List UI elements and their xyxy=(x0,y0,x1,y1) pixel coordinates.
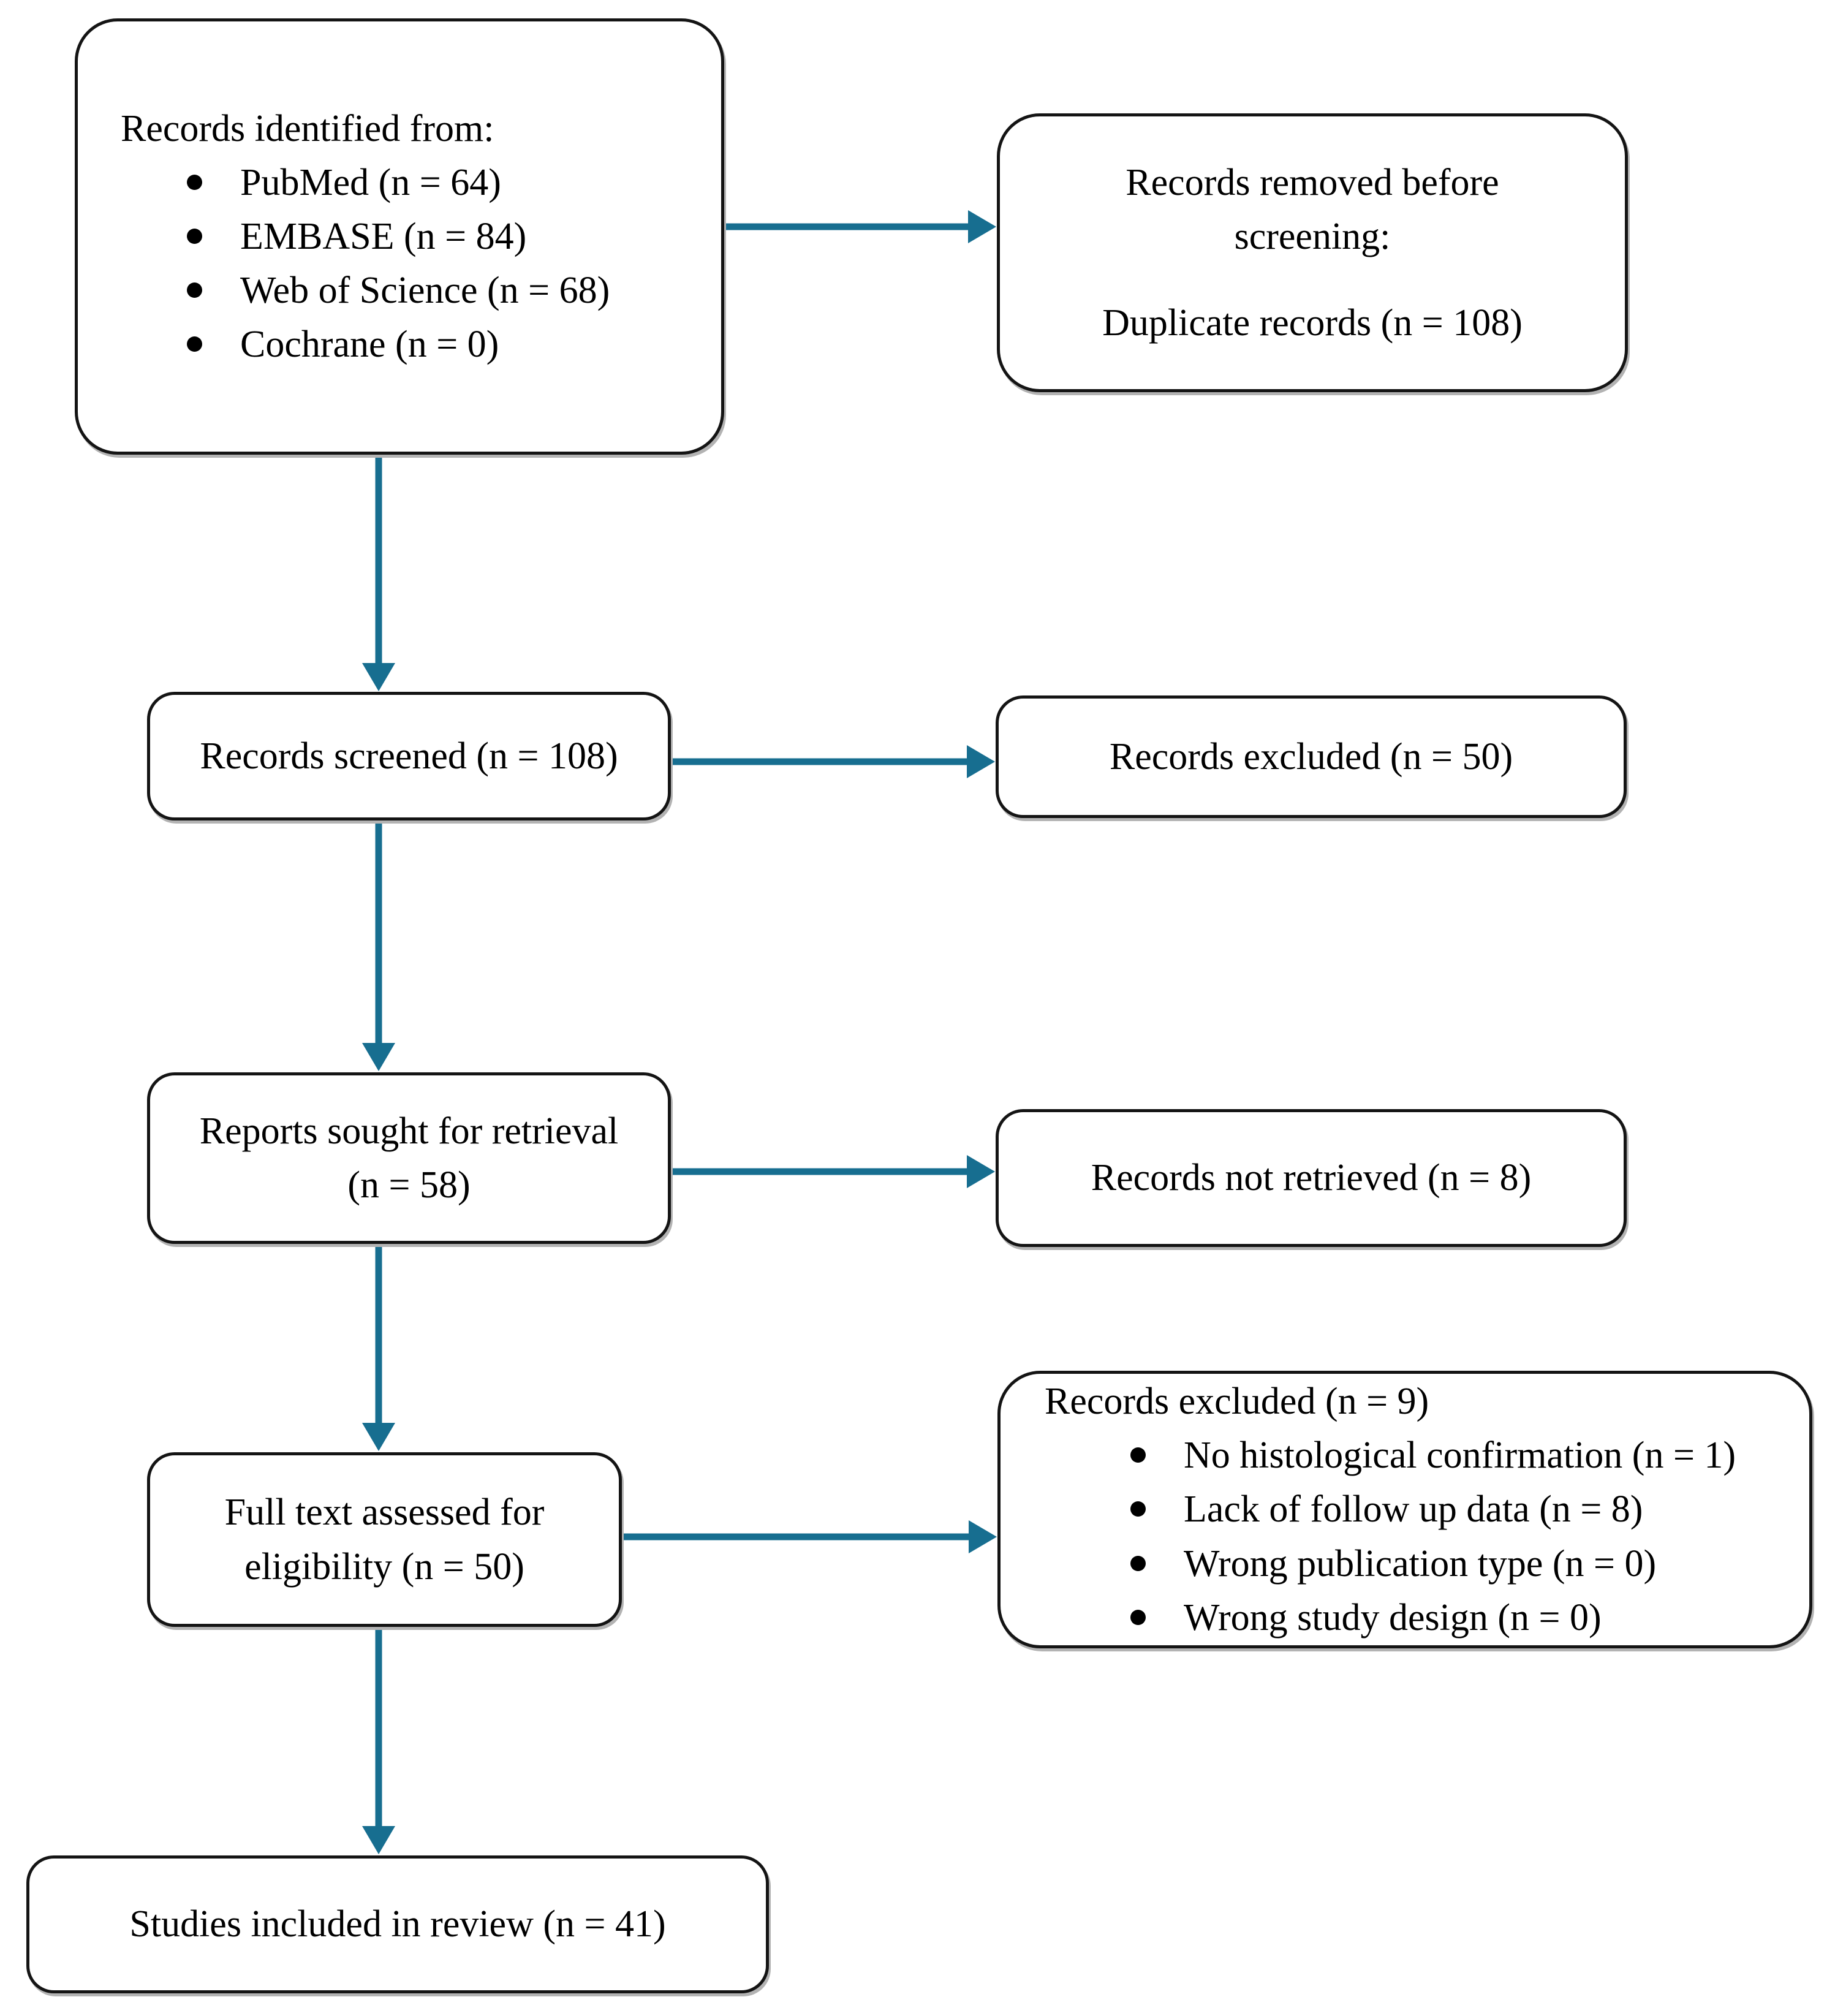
records-excluded-eligibility-title: Records excluded (n = 9) xyxy=(1045,1381,1429,1423)
source-cochrane: Cochrane (n = 0) xyxy=(240,324,499,366)
arrow-screened-to-sought xyxy=(362,821,395,1071)
duplicate-records-label: Duplicate records (n = 108) xyxy=(1102,301,1523,344)
exclusion-reasons-list: No histological confirmation (n = 1) Lac… xyxy=(1045,1428,1791,1644)
reason-wrong-publication: Wrong publication type (n = 0) xyxy=(1184,1542,1657,1585)
bullet-icon xyxy=(187,228,202,244)
box-records-not-retrieved: Records not retrieved (n = 8) xyxy=(996,1109,1627,1247)
box-records-identified: Records identified from: PubMed (n = 64)… xyxy=(75,18,724,455)
box-records-removed: Records removed before screening: Duplic… xyxy=(997,113,1628,392)
box-records-excluded-eligibility: Records excluded (n = 9) No histological… xyxy=(997,1371,1812,1648)
records-screened-label: Records screened (n = 108) xyxy=(200,735,618,777)
arrow-fulltext-to-excluded xyxy=(623,1520,997,1553)
records-removed-line2: screening: xyxy=(1234,216,1391,258)
records-removed-line1: Records removed before xyxy=(1126,162,1499,204)
source-embase: EMBASE (n = 84) xyxy=(240,215,527,257)
list-item: Web of Science (n = 68) xyxy=(121,263,703,317)
arrow-identification-to-screened xyxy=(362,457,395,691)
box-records-screened: Records screened (n = 108) xyxy=(147,692,671,820)
source-web-of-science: Web of Science (n = 68) xyxy=(240,270,610,312)
bullet-icon xyxy=(1130,1447,1146,1463)
records-identified-title: Records identified from: xyxy=(121,107,494,150)
studies-included-label: Studies included in review (n = 41) xyxy=(129,1903,666,1946)
bullet-icon xyxy=(187,282,202,298)
arrow-identification-to-removed xyxy=(725,210,996,243)
fulltext-assessed-line2: eligibility (n = 50) xyxy=(244,1545,524,1588)
records-not-retrieved-label: Records not retrieved (n = 8) xyxy=(1091,1157,1532,1199)
arrow-sought-to-fulltext xyxy=(362,1245,395,1451)
bullet-icon xyxy=(187,336,202,352)
box-records-excluded-screening: Records excluded (n = 50) xyxy=(996,695,1627,818)
bullet-icon xyxy=(1130,1501,1146,1517)
bullet-icon xyxy=(1130,1555,1146,1571)
list-item: Wrong publication type (n = 0) xyxy=(1045,1537,1791,1591)
arrow-fulltext-to-included xyxy=(362,1628,395,1854)
reason-no-followup: Lack of follow up data (n = 8) xyxy=(1184,1488,1643,1531)
fulltext-assessed-line1: Full text assessed for xyxy=(224,1491,545,1534)
bullet-icon xyxy=(1130,1609,1146,1625)
list-item: Cochrane (n = 0) xyxy=(121,317,703,371)
arrow-sought-to-not-retrieved xyxy=(672,1155,995,1188)
list-item: PubMed (n = 64) xyxy=(121,156,703,210)
list-item: EMBASE (n = 84) xyxy=(121,210,703,263)
list-item: Wrong study design (n = 0) xyxy=(1045,1591,1791,1645)
bullet-icon xyxy=(187,174,202,190)
records-identified-list: PubMed (n = 64) EMBASE (n = 84) Web of S… xyxy=(121,156,703,371)
reason-wrong-design: Wrong study design (n = 0) xyxy=(1184,1596,1602,1639)
arrow-screened-to-excluded xyxy=(672,745,995,778)
source-pubmed: PubMed (n = 64) xyxy=(240,161,501,203)
reports-sought-line2: (n = 58) xyxy=(347,1164,471,1206)
box-fulltext-assessed: Full text assessed for eligibility (n = … xyxy=(147,1452,622,1627)
records-excluded-screening-label: Records excluded (n = 50) xyxy=(1109,735,1513,778)
reports-sought-line1: Reports sought for retrieval xyxy=(199,1110,619,1152)
list-item: Lack of follow up data (n = 8) xyxy=(1045,1482,1791,1536)
box-reports-sought: Reports sought for retrieval (n = 58) xyxy=(147,1072,671,1244)
reason-no-histology: No histological confirmation (n = 1) xyxy=(1184,1434,1736,1477)
list-item: No histological confirmation (n = 1) xyxy=(1045,1428,1791,1482)
box-studies-included: Studies included in review (n = 41) xyxy=(26,1855,769,1993)
